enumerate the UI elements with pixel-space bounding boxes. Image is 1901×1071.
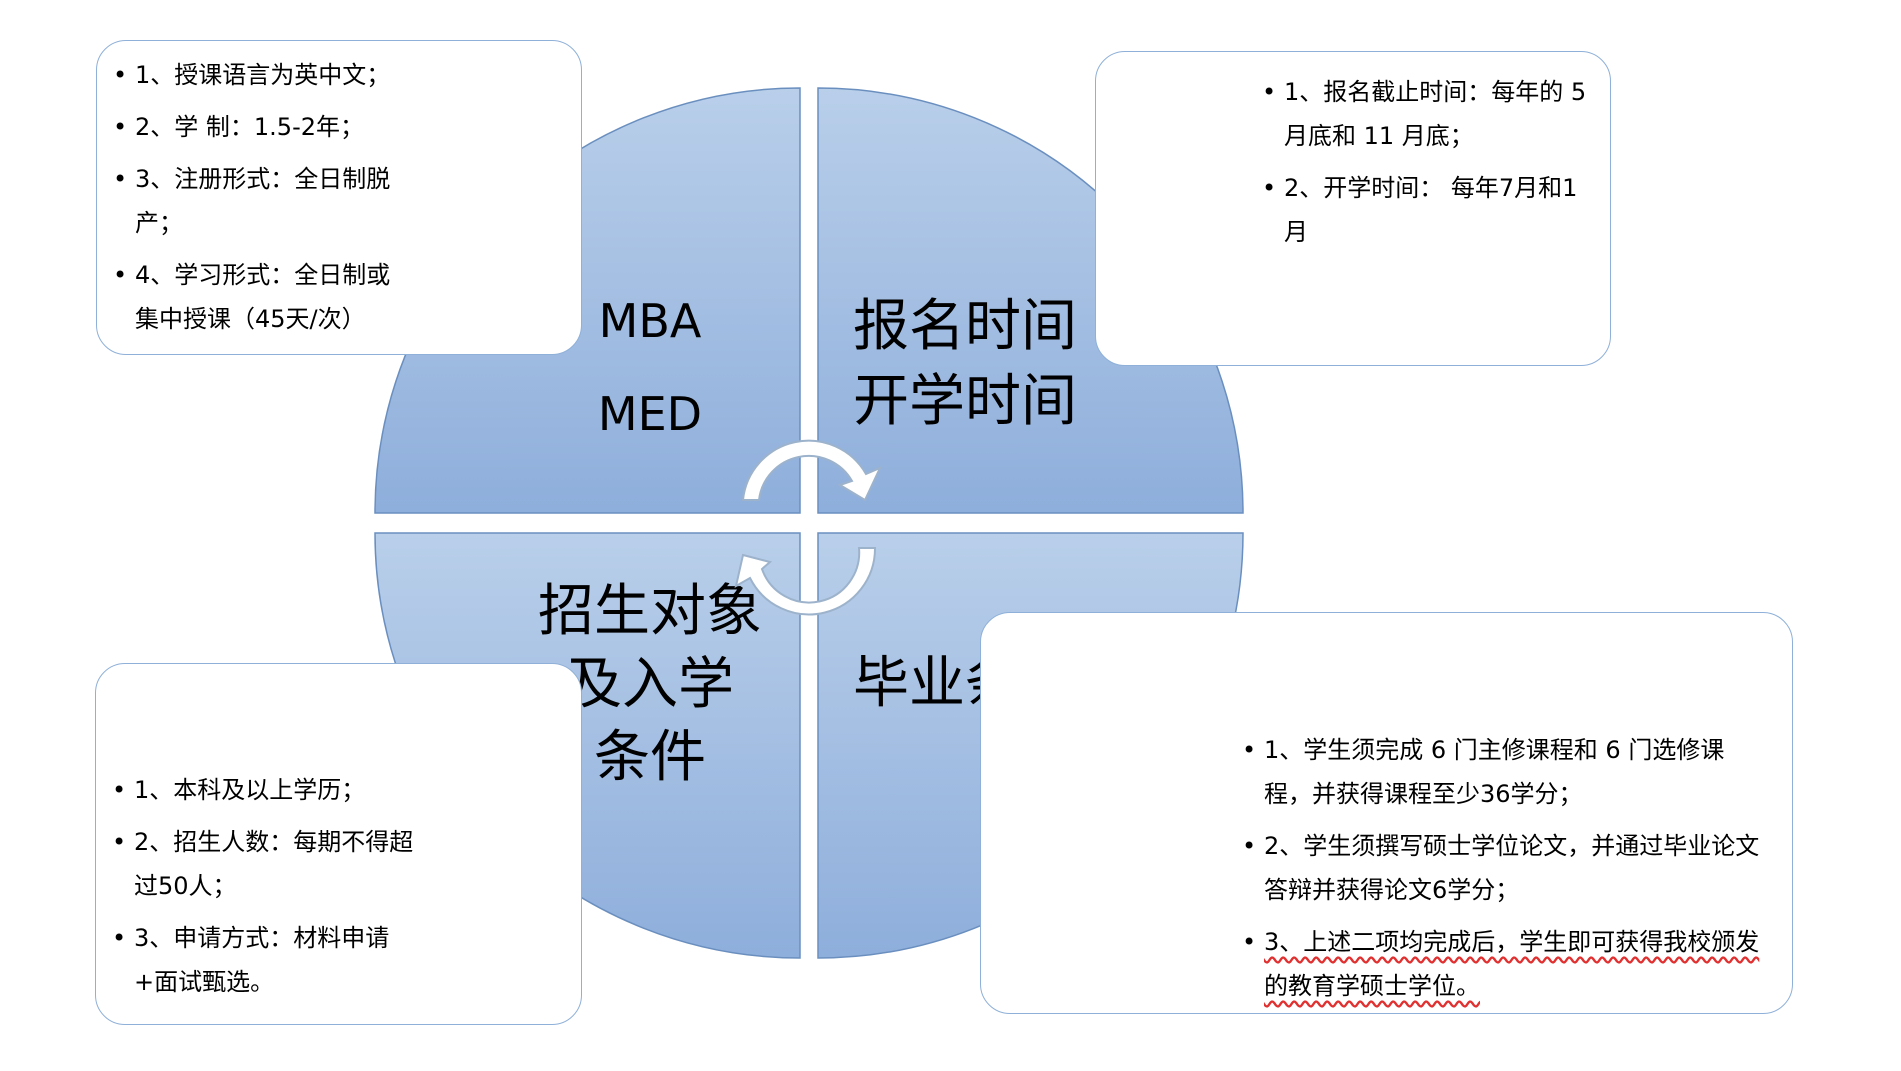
graduation-info-item: 3、上述二项均完成后，学生即可获得我校颁发的教育学硕士学位。 [1240,920,1770,1008]
graduation-info-list: 1、学生须完成 6 门主修课程和 6 门选修课程，并获得课程至少36学分； 2、… [1240,728,1770,1008]
program-info-item: 2、学 制：1.5-2年； [111,105,411,149]
schedule-info-box: 1、报名截止时间：每年的 5 月底和 11 月底； 2、开学时间： 每年7月和1… [1095,51,1611,366]
circular-arrow-icon [741,439,883,502]
quadrant-top-left-label-line2: MED [598,387,702,441]
quadrant-top-right-label-line1: 报名时间 [853,294,1077,359]
graduation-info-item: 2、学生须撰写硕士学位论文，并通过毕业论文答辩并获得论文6学分； [1240,824,1770,912]
program-info-list: 1、授课语言为英中文； 2、学 制：1.5-2年； 3、注册形式：全日制脱产； … [111,53,411,341]
admission-info-item: 1、本科及以上学历； [110,768,430,812]
schedule-info-item: 2、开学时间： 每年7月和1月 [1260,166,1595,254]
admission-info-list: 1、本科及以上学历； 2、招生人数：每期不得超过50人； 3、申请方式：材料申请… [110,768,430,1004]
quadrant-bottom-left-label-line2: 及入学 [566,652,734,717]
schedule-info-item: 1、报名截止时间：每年的 5 月底和 11 月底； [1260,70,1595,158]
program-info-item: 1、授课语言为英中文； [111,53,411,97]
quadrant-bottom-left-label-line1: 招生对象 [538,579,762,644]
program-info-item: 4、学习形式：全日制或集中授课（45天/次） [111,253,411,341]
admission-info-box: 1、本科及以上学历； 2、招生人数：每期不得超过50人； 3、申请方式：材料申请… [95,663,582,1025]
program-info-box: 1、授课语言为英中文； 2、学 制：1.5-2年； 3、注册形式：全日制脱产； … [96,40,582,355]
graduation-info-box: 1、学生须完成 6 门主修课程和 6 门选修课程，并获得课程至少36学分； 2、… [980,612,1793,1014]
circular-arrow-icon [734,547,877,616]
quadrant-bottom-left-label-line3: 条件 [594,725,706,790]
admission-info-item: 2、招生人数：每期不得超过50人； [110,820,430,908]
schedule-info-list: 1、报名截止时间：每年的 5 月底和 11 月底； 2、开学时间： 每年7月和1… [1260,70,1595,254]
quadrant-top-right-label-line2: 开学时间 [853,369,1077,434]
quadrant-top-left-label-line1: MBA [599,294,702,348]
program-info-item: 3、注册形式：全日制脱产； [111,157,411,245]
admission-info-item: 3、申请方式：材料申请+面试甄选。 [110,916,430,1004]
graduation-info-item: 1、学生须完成 6 门主修课程和 6 门选修课程，并获得课程至少36学分； [1240,728,1770,816]
